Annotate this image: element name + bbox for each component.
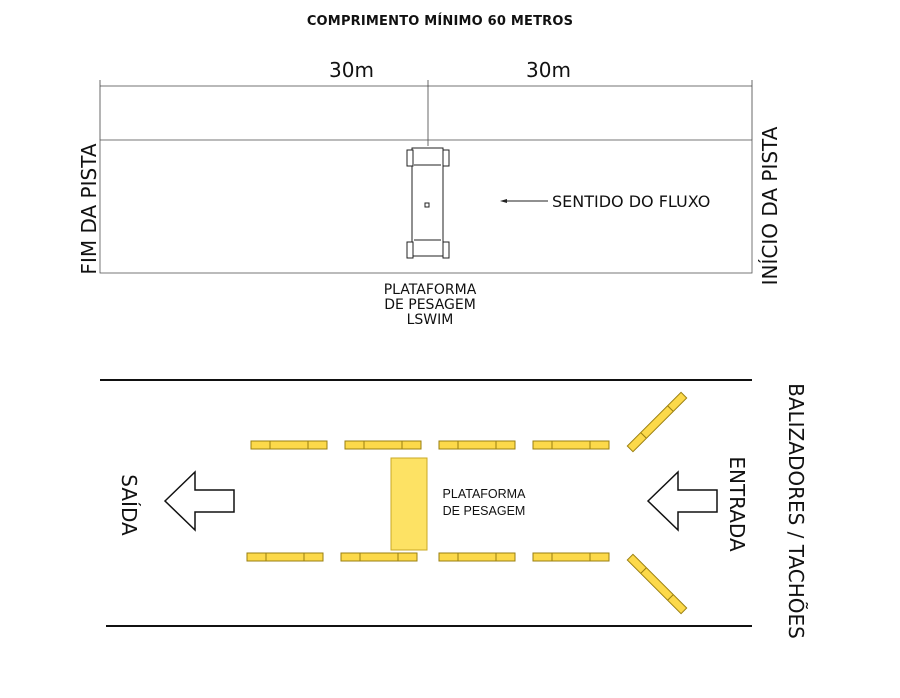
- dimension-label-left: 30m: [329, 58, 374, 82]
- exit-arrow-icon: [163, 470, 235, 532]
- diagram-title: COMPRIMENTO MÍNIMO 60 METROS: [306, 14, 574, 29]
- road-marker-diagonal-top: [626, 391, 688, 453]
- weighing-platform: [390, 457, 428, 551]
- road-marker: [250, 440, 328, 450]
- end-of-track-label: FIM DA PISTA: [77, 143, 101, 275]
- road-marker: [344, 440, 422, 450]
- platform-label-bottom: PLATAFORMA DE PESAGEM: [420, 486, 548, 520]
- platform-label-top: PLATAFORMA DE PESAGEM LSWIM: [350, 283, 510, 328]
- road-marker: [246, 552, 324, 562]
- road-marker: [438, 440, 516, 450]
- bottom-diagram: [100, 379, 752, 627]
- road-marker: [340, 552, 418, 562]
- road-marker: [532, 552, 610, 562]
- entry-arrow-icon: [646, 470, 718, 532]
- entry-label: ENTRADA: [725, 456, 749, 552]
- marker-row-bottom: [246, 552, 610, 562]
- markers-label: BALIZADORES / TACHÕES: [784, 383, 808, 639]
- lane-rectangle: [99, 139, 753, 274]
- road-marker: [438, 552, 516, 562]
- truck-icon: [406, 147, 450, 259]
- top-diagram: [99, 80, 753, 274]
- road-marker-diagonal-bottom: [626, 553, 688, 615]
- flow-direction-label: SENTIDO DO FLUXO: [552, 192, 711, 211]
- platform-label-line: LSWIM: [406, 312, 454, 328]
- dimension-label-right: 30m: [526, 58, 571, 82]
- flow-arrow-head: [500, 199, 507, 203]
- platform-label-line: PLATAFORMA: [442, 487, 526, 501]
- marker-row-top: [250, 440, 610, 450]
- platform-label-line: DE PESAGEM: [442, 504, 526, 518]
- platform-label-line: DE PESAGEM: [384, 297, 476, 313]
- start-of-track-label: INÍCIO DA PISTA: [758, 126, 782, 286]
- platform-label-line: PLATAFORMA: [383, 282, 477, 298]
- exit-label: SAÍDA: [117, 474, 141, 536]
- road-marker: [532, 440, 610, 450]
